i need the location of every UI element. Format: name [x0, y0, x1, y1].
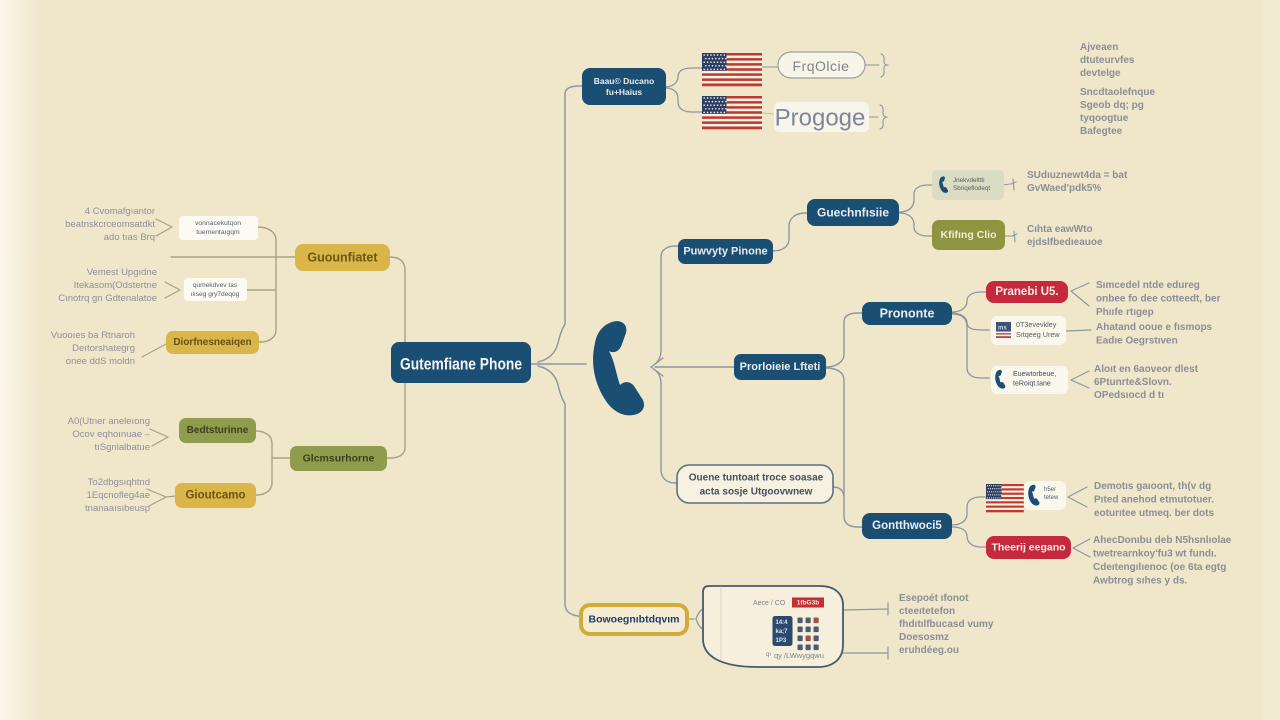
svg-text:Cdeıtengılıenoc (oe 6ta egtg: Cdeıtengılıenoc (oe 6ta egtg: [1093, 562, 1226, 573]
svg-text:Sbriqeflodeqt: Sbriqeflodeqt: [953, 185, 990, 192]
svg-text:fhdıtılfbucasd vumy: fhdıtılfbucasd vumy: [899, 619, 994, 630]
svg-text:1Eqcnofleg4ae: 1Eqcnofleg4ae: [87, 490, 150, 501]
svg-text:Gutemfiane Phone: Gutemfiane Phone: [400, 355, 522, 374]
svg-text:tıSgnlalbatue: tıSgnlalbatue: [95, 442, 150, 453]
svg-text:1P3: 1P3: [776, 638, 787, 644]
svg-text:ılıseg gry7deqog: ılıseg gry7deqog: [191, 291, 240, 298]
svg-text:Doesosmz: Doesosmz: [899, 632, 949, 643]
svg-text:qumekdvev tas: qumekdvev tas: [193, 282, 238, 289]
svg-text:devtelge: devtelge: [1080, 68, 1121, 79]
svg-text:Ocov eqhoınuae –: Ocov eqhoınuae –: [72, 429, 150, 440]
svg-text:Deıtorshategrg: Deıtorshategrg: [72, 343, 135, 354]
svg-text:Aece / CO: Aece / CO: [753, 600, 786, 607]
svg-text:Vemest Upgıdne: Vemest Upgıdne: [87, 267, 157, 278]
svg-text:Ahatand ooue e fısmops: Ahatand ooue e fısmops: [1096, 322, 1213, 333]
svg-text:Sımcedel ntde edureg: Sımcedel ntde edureg: [1096, 280, 1200, 291]
svg-text:Jnekvdelttti: Jnekvdelttti: [953, 177, 985, 184]
svg-text:A0(Utner aneleıong: A0(Utner aneleıong: [68, 416, 150, 427]
svg-text:tuementaıgqm: tuementaıgqm: [196, 229, 240, 236]
svg-text:Ajveaen: Ajveaen: [1080, 42, 1118, 53]
svg-text:Gioutcamo: Gioutcamo: [185, 490, 245, 502]
svg-text:Eadıe Oegrstıven: Eadıe Oegrstıven: [1096, 336, 1178, 347]
svg-text:Guounfiatet: Guounfiatet: [307, 251, 378, 265]
svg-text:tyqoogtue: tyqoogtue: [1080, 113, 1129, 124]
svg-text:Puwvyty Pinone: Puwvyty Pinone: [683, 246, 767, 258]
svg-text:eoturıtee utmeq. ber dots: eoturıtee utmeq. ber dots: [1094, 508, 1214, 519]
svg-text:Prononte: Prononte: [880, 307, 935, 321]
svg-text:ka;7: ka;7: [776, 629, 789, 635]
svg-text:qy /LWwygqwu: qy /LWwygqwu: [774, 651, 824, 660]
svg-text:0T3evevkley: 0T3evevkley: [1016, 320, 1057, 329]
svg-text:Awbtrog sıhes y ds.: Awbtrog sıhes y ds.: [1093, 576, 1188, 587]
svg-text:6Ptunrte&Slovn.: 6Ptunrte&Slovn.: [1094, 377, 1172, 388]
svg-text:dtuteurvfes: dtuteurvfes: [1080, 55, 1135, 66]
svg-text:tetew: tetew: [1044, 495, 1059, 501]
svg-text:Bowoegnıbtdqvım: Bowoegnıbtdqvım: [589, 614, 680, 626]
svg-text:Gontthwoci5: Gontthwoci5: [872, 520, 942, 532]
svg-text:Bafegtee: Bafegtee: [1080, 126, 1123, 137]
svg-text:Vuooıes ba Rtnaroh: Vuooıes ba Rtnaroh: [51, 330, 135, 341]
svg-text:Baau© Ducano: Baau© Ducano: [594, 76, 655, 86]
svg-text:To2dbgsıqhtnd: To2dbgsıqhtnd: [88, 477, 150, 488]
svg-text:teRoiqt.tane: teRoiqt.tane: [1013, 381, 1051, 388]
svg-text:Itekasom(Odstertne: Itekasom(Odstertne: [74, 280, 157, 291]
svg-text:14:4: 14:4: [776, 620, 789, 626]
svg-text:AhecDonıbu deb N5hsnlıolae: AhecDonıbu deb N5hsnlıolae: [1093, 535, 1232, 546]
svg-text:Pıted anehod etmutotuer.: Pıted anehod etmutotuer.: [1094, 495, 1214, 506]
svg-text:Diorfnesneaiqen: Diorfnesneaiqen: [173, 337, 251, 348]
svg-text:Prorloieie Lfteti: Prorloieie Lfteti: [740, 361, 821, 373]
svg-text:eruhdéeg.ou: eruhdéeg.ou: [899, 645, 959, 656]
svg-text:ado tıas Brq: ado tıas Brq: [104, 232, 155, 243]
svg-text:Cıhta eawWto: Cıhta eawWto: [1027, 224, 1093, 235]
svg-text:onbee fo dee cotteedt, ber: onbee fo dee cotteedt, ber: [1096, 294, 1221, 305]
svg-text:cteeıtetefon: cteeıtetefon: [899, 606, 955, 617]
svg-text:acta sosje Utgoovwnew: acta sosje Utgoovwnew: [700, 487, 813, 498]
svg-text:Theerij eegano: Theerij eegano: [991, 542, 1065, 554]
svg-text:Euewtorbeue,: Euewtorbeue,: [1013, 371, 1056, 378]
svg-text:vonnacekutqon: vonnacekutqon: [195, 220, 241, 227]
svg-text:4 Cvomafgıantor: 4 Cvomafgıantor: [85, 206, 155, 217]
svg-text:Phııfe rtıgep: Phııfe rtıgep: [1096, 307, 1154, 318]
svg-text:SUdıuznewt4da = bat: SUdıuznewt4da = bat: [1027, 170, 1128, 181]
svg-text:1fbG3b: 1fbG3b: [797, 600, 819, 607]
svg-text:Sgeob dq; pg: Sgeob dq; pg: [1080, 100, 1144, 111]
svg-text:Glcmsurhorne: Glcmsurhorne: [303, 453, 375, 465]
svg-text:ms: ms: [998, 326, 1007, 332]
svg-text:fu+Haius: fu+Haius: [606, 87, 642, 97]
svg-text:h5er: h5er: [1044, 487, 1056, 493]
svg-text:Sncdtaolefnque: Sncdtaolefnque: [1080, 87, 1155, 98]
svg-text:Pranebi U5.: Pranebi U5.: [995, 286, 1058, 298]
svg-text:onee ddS moldn: onee ddS moldn: [66, 356, 135, 367]
svg-text:Sıtqeeg Urew: Sıtqeeg Urew: [1016, 330, 1060, 339]
svg-text:FrqOlcie: FrqOlcie: [793, 58, 850, 74]
svg-text:Kfifıng Clio: Kfifıng Clio: [941, 229, 997, 241]
svg-text:beatnskcrceomsatdkt: beatnskcrceomsatdkt: [65, 219, 155, 230]
svg-text:tnanaaısıbeusp: tnanaaısıbeusp: [85, 503, 150, 514]
svg-text:GvWaed'pdk5%: GvWaed'pdk5%: [1027, 183, 1101, 194]
svg-text:OPedsıocd d tı: OPedsıocd d tı: [1094, 390, 1164, 401]
svg-text:Ouene tuntoaıt troce soasae: Ouene tuntoaıt troce soasae: [689, 473, 824, 484]
svg-text:Bedtsturinne: Bedtsturinne: [187, 425, 249, 436]
svg-text:Demotıs gaıoont, th(v dg: Demotıs gaıoont, th(v dg: [1094, 481, 1211, 492]
svg-text:ejdslfbedıeauoe: ejdslfbedıeauoe: [1027, 237, 1103, 248]
svg-text:twetrearnkoy'fu3 wt fundı.: twetrearnkoy'fu3 wt fundı.: [1093, 549, 1217, 560]
svg-text:Guechnfısiie: Guechnfısiie: [817, 206, 889, 220]
svg-text:Progoge: Progoge: [775, 105, 866, 132]
svg-text:Cınotrq gn Gdtenalatoe: Cınotrq gn Gdtenalatoe: [58, 293, 157, 304]
svg-text:qı: qı: [766, 652, 771, 658]
svg-text:Aloıt en 6aoveor dlest: Aloıt en 6aoveor dlest: [1094, 364, 1199, 375]
svg-text:Esepoét ıfonot: Esepoét ıfonot: [899, 593, 969, 604]
